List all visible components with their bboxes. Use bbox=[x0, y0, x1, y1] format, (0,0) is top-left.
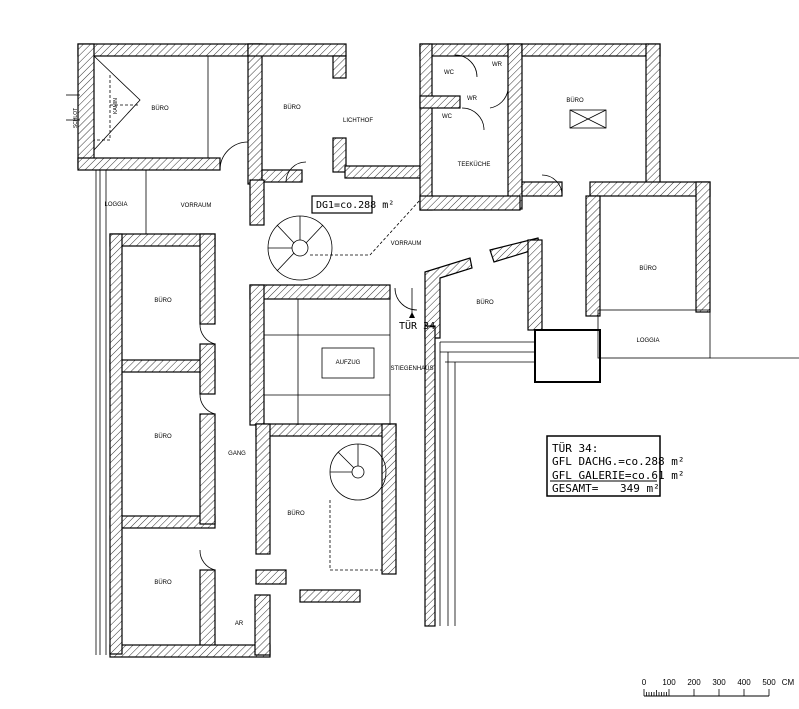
info-box: TÜR 34: GFL DACHG.=co.288 m² GFL GALERIE… bbox=[546, 435, 684, 497]
room-label: BÜRO bbox=[639, 265, 657, 272]
walls bbox=[77, 43, 711, 658]
info-total-label: GESAMT= bbox=[552, 482, 599, 495]
scale-tick-label: 500 bbox=[762, 678, 776, 687]
room-label: BÜRO bbox=[287, 510, 305, 517]
room-label: BÜRO bbox=[566, 97, 584, 104]
room-label: WR bbox=[492, 62, 503, 68]
area-tag-text: DG1=co.288 m² bbox=[316, 200, 394, 211]
info-line: GFL GALERIE=co.61 m² bbox=[552, 469, 684, 482]
room-label: VORRAUM bbox=[181, 203, 212, 209]
room-label: VORRAUM bbox=[391, 241, 422, 247]
room-label: WR bbox=[467, 96, 478, 102]
info-total-value: 349 m² bbox=[620, 482, 660, 495]
info-line: TÜR 34: bbox=[552, 442, 598, 455]
room-label: BÜRO bbox=[154, 433, 172, 440]
room-label: BÜRO bbox=[154, 297, 172, 304]
scale-tick-label: 200 bbox=[687, 678, 701, 687]
room-label: LOGGIA bbox=[636, 338, 659, 344]
room-label: AR bbox=[235, 621, 244, 627]
room-label: AUFZUG bbox=[336, 360, 361, 366]
scale-tick-label: 100 bbox=[662, 678, 676, 687]
room-label: STIEGENHAUS bbox=[390, 366, 433, 372]
room-label: BÜRO bbox=[283, 104, 301, 111]
door-tur-34: TÜR 34 bbox=[399, 312, 435, 332]
room-label: LOGGIA bbox=[104, 202, 127, 208]
room-label: BÜRO bbox=[154, 579, 172, 586]
room-label: WC bbox=[442, 114, 453, 120]
room-label: BÜRO bbox=[476, 299, 494, 306]
kamin-label: KAMIN bbox=[113, 98, 119, 114]
scale-bar: 0 100 200 300 400 500 CM bbox=[642, 678, 795, 697]
scale-unit: CM bbox=[782, 678, 795, 687]
scale-tick-label: 400 bbox=[737, 678, 751, 687]
room-labels: BÜRO BÜRO LICHTHOF WC WR WR WC BÜRO TEEK… bbox=[73, 62, 660, 627]
stair-treads bbox=[268, 216, 324, 272]
scale-tick-label: 0 bbox=[642, 678, 647, 687]
room-label: BÜRO bbox=[151, 105, 169, 112]
door-label: TÜR 34 bbox=[399, 319, 435, 332]
info-line: GFL DACHG.=co.288 m² bbox=[552, 455, 684, 468]
room-label: WC bbox=[444, 70, 455, 76]
schlot-label: SCHLOT bbox=[73, 108, 79, 128]
area-tag: DG1=co.288 m² bbox=[311, 195, 394, 214]
scale-tick-label: 300 bbox=[712, 678, 726, 687]
room-label: TEEKÜCHE bbox=[458, 161, 491, 168]
room-label: LICHTHOF bbox=[343, 118, 373, 124]
thin-lines bbox=[66, 54, 799, 655]
room-label: GANG bbox=[228, 451, 246, 457]
